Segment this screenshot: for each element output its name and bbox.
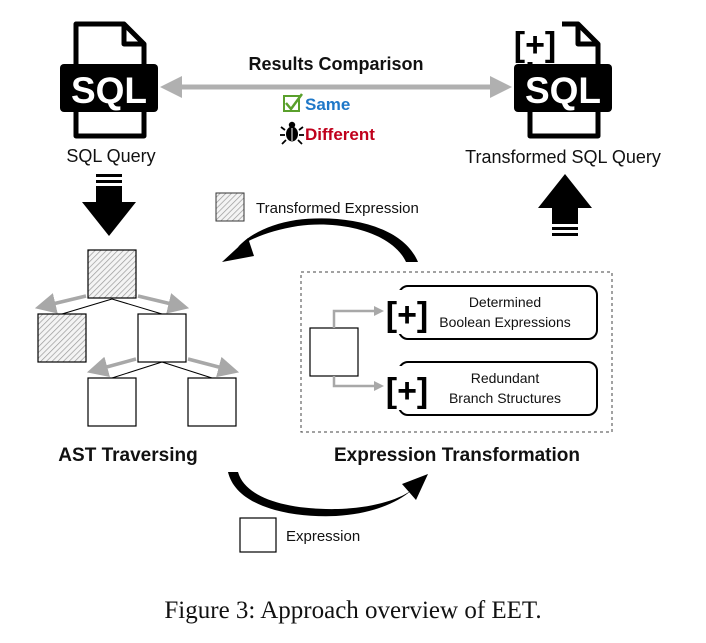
transformation-badge-icon: [+] <box>514 26 557 64</box>
ast-traversing-label: AST Traversing <box>58 445 197 466</box>
rule-redundant-branch: [+] Redundant Branch Structures <box>384 361 598 416</box>
results-comparison-label: Results Comparison <box>248 54 423 74</box>
expression-curved-arrow <box>228 472 428 517</box>
expression-transformation-panel <box>300 271 613 433</box>
ast-leaf-node-left <box>87 377 137 427</box>
rule-line1: Determined <box>469 294 541 310</box>
ast-root-node <box>87 249 137 299</box>
transformed-expression-swatch <box>215 192 245 222</box>
legend-same-label: Same <box>305 95 350 114</box>
rule-line2: Boolean Expressions <box>439 314 571 330</box>
figure-caption: Figure 3: Approach overview of EET. <box>164 597 541 624</box>
expression-swatch <box>239 517 277 553</box>
legend-different-label: Different <box>305 125 375 144</box>
transformed-sql-icon-text: SQL <box>525 70 601 111</box>
ast-right-node <box>137 313 187 363</box>
sql-file-icon: SQL <box>60 21 158 139</box>
check-icon <box>283 93 304 112</box>
transformed-sql-query-label: Transformed SQL Query <box>465 147 661 167</box>
transformed-expression-label: Transformed Expression <box>256 200 419 217</box>
expression-transformation-label: Expression Transformation <box>334 445 580 466</box>
up-arrow-icon <box>538 174 592 236</box>
rule-plus-icon: [+] <box>386 372 429 410</box>
transformed-sql-file-icon: SQL [+] <box>510 18 612 139</box>
ast-tree <box>34 249 240 427</box>
ast-leaf-node-right <box>187 377 237 427</box>
down-arrow-icon <box>82 174 136 236</box>
results-comparison-arrow <box>160 76 512 98</box>
rule-line2: Branch Structures <box>449 390 561 406</box>
rule-connectors <box>332 306 384 391</box>
input-expression-node <box>309 327 359 377</box>
bug-icon <box>280 121 304 145</box>
ast-left-node <box>37 313 87 363</box>
sql-icon-text: SQL <box>71 70 147 111</box>
rule-determined-boolean: [+] Determined Boolean Expressions <box>384 285 598 340</box>
sql-query-label: SQL Query <box>66 146 155 166</box>
expression-label: Expression <box>286 528 360 545</box>
rule-plus-icon: [+] <box>386 296 429 334</box>
transformed-expression-curved-arrow <box>222 218 418 262</box>
rule-line1: Redundant <box>471 370 540 386</box>
